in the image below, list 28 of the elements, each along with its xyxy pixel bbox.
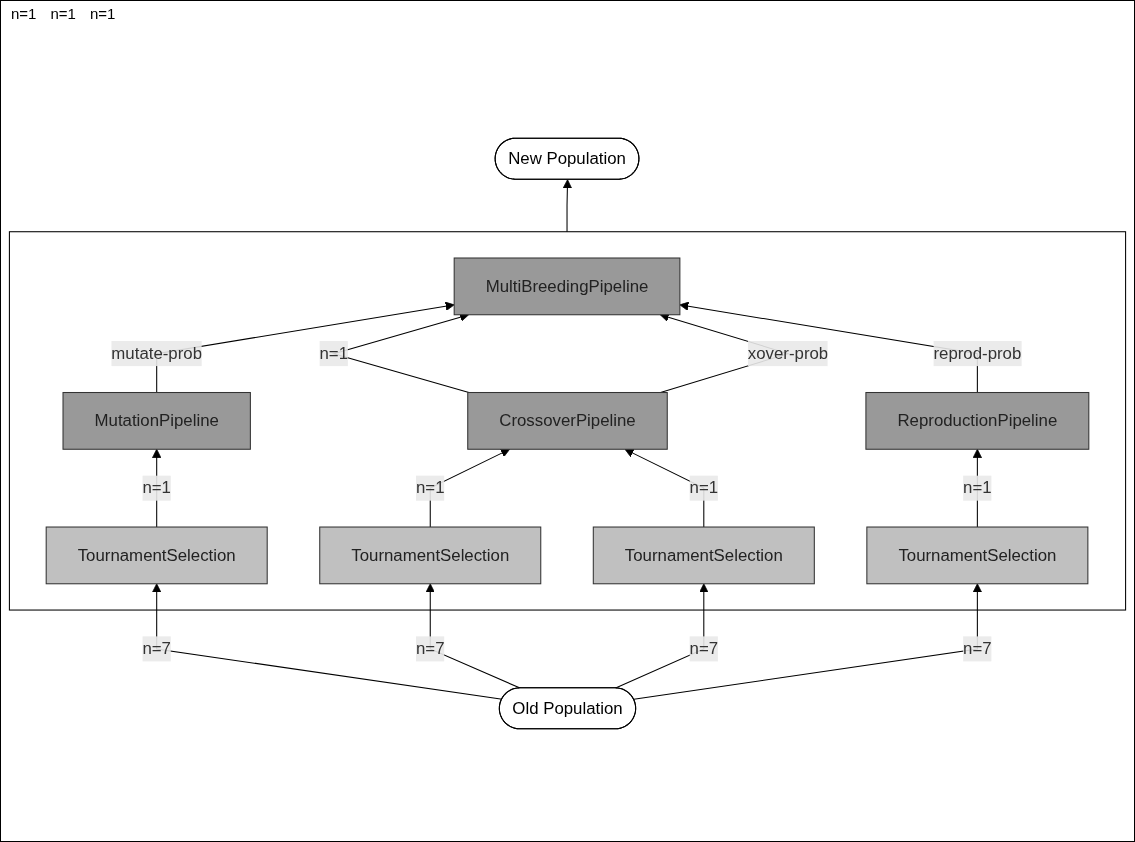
edge-label: n=1 xyxy=(963,478,992,497)
edge-label: n=1 xyxy=(415,478,445,497)
cluster xyxy=(8,231,1127,611)
edge-label: n=1 xyxy=(142,478,171,497)
arrow xyxy=(562,179,572,233)
edge-label: n=7 xyxy=(689,639,719,658)
node-box: TournamentSelection xyxy=(592,526,815,585)
edge-label: mutate-prob xyxy=(111,344,203,363)
note-label: n=1 xyxy=(50,5,76,22)
edge-label: n=7 xyxy=(142,639,171,658)
note-label: n=1 xyxy=(11,5,37,22)
arrow xyxy=(156,301,455,394)
edge-label: reprod-prob xyxy=(933,344,1022,363)
node-box: MultiBreedingPipeline xyxy=(453,257,681,316)
edge-label: n=1 xyxy=(689,478,719,497)
arrow xyxy=(633,583,982,700)
edge-label: xover-prob xyxy=(747,344,829,363)
edge-label: n=7 xyxy=(415,639,445,658)
edge-label: n=1 xyxy=(319,344,349,363)
node-box: MutationPipeline xyxy=(62,392,251,450)
node-box: TournamentSelection xyxy=(319,526,542,585)
note-label: n=1 xyxy=(89,5,116,22)
edge-label: n=7 xyxy=(963,639,992,658)
node-box: ReproductionPipeline xyxy=(865,392,1090,450)
node-box: CrossoverPipeline xyxy=(467,392,668,450)
arrow xyxy=(679,301,978,394)
node-box: TournamentSelection xyxy=(866,526,1089,585)
node-box: TournamentSelection xyxy=(45,526,268,585)
